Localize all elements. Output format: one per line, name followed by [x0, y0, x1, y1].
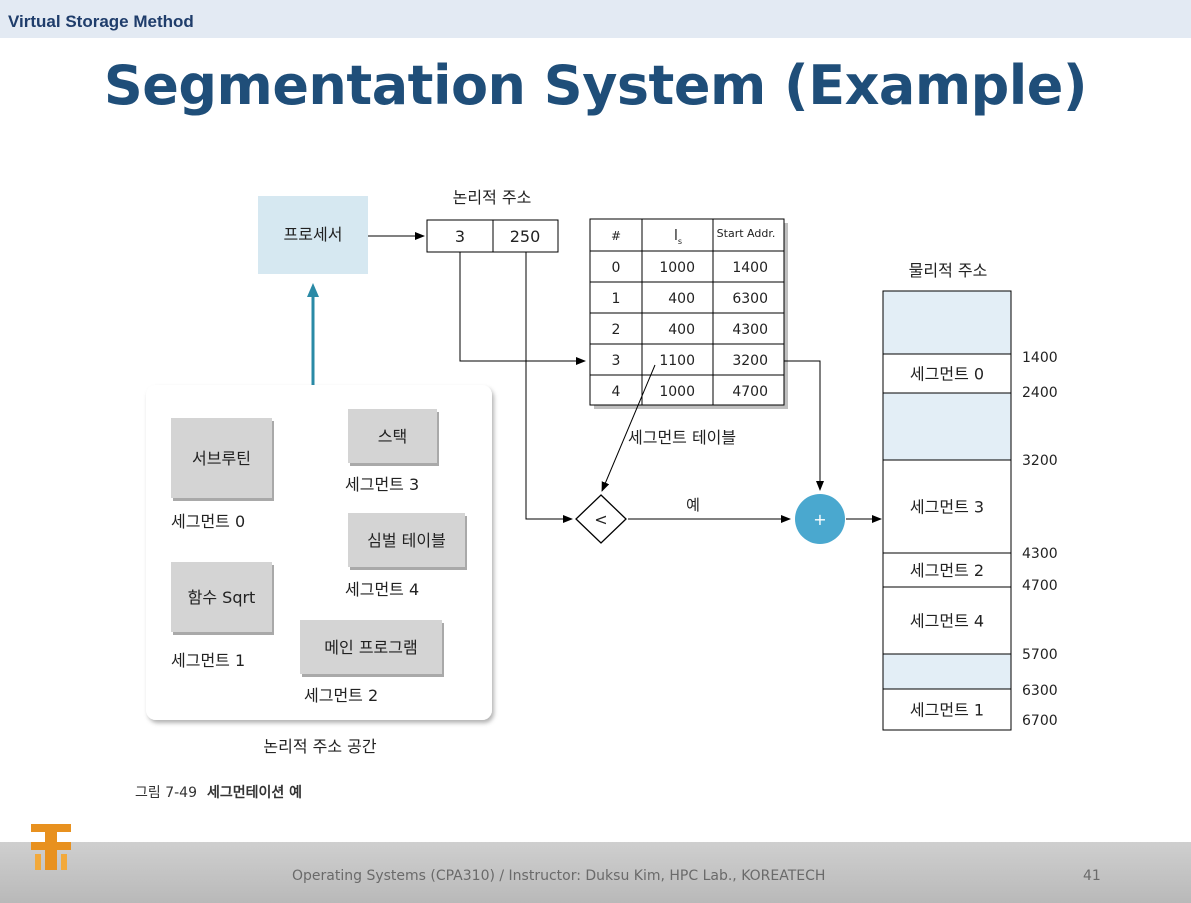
memory-block-label: 세그먼트 3: [910, 498, 984, 517]
slide-title: Segmentation System (Example): [103, 54, 1088, 117]
footer-bar: [0, 842, 1191, 903]
memory-block-label: 세그먼트 2: [910, 561, 984, 580]
processor-box: [258, 196, 368, 274]
segment-table-cell: 1000: [659, 384, 695, 400]
segment-table-cell: 3: [612, 353, 621, 369]
segment-table-caption: 세그먼트 테이블: [628, 428, 736, 447]
segment-number-line: [459, 252, 586, 365]
memory-block-label: 세그먼트 4: [910, 612, 984, 631]
segment-name: 스택: [378, 427, 407, 446]
memory-address: 6700: [1022, 713, 1058, 729]
segment-table-header-limit: ls: [674, 228, 682, 246]
segment-table-cell: 6300: [732, 291, 768, 307]
segment-name: 서브루틴: [192, 449, 251, 468]
segment-table-header-num: #: [611, 229, 621, 243]
offset-line: [525, 252, 573, 523]
segment-box: [171, 562, 272, 632]
segment-box: [300, 620, 442, 674]
memory-block-label: 세그먼트 1: [910, 701, 984, 720]
segment-label: 세그먼트 3: [345, 475, 419, 494]
segment-table-cell: 400: [668, 291, 695, 307]
memory-address: 3200: [1022, 453, 1058, 469]
footer-text: Operating Systems (CPA310) / Instructor:…: [292, 868, 826, 884]
segment-table-cell: 400: [668, 322, 695, 338]
segment-table-cell: 1100: [659, 353, 695, 369]
page-number: 41: [1083, 868, 1101, 884]
logical-address-segment: 3: [455, 227, 465, 246]
segment-table-cell: 4: [612, 384, 621, 400]
segment-table: [589, 218, 785, 406]
physical-address-label: 물리적 주소: [909, 261, 988, 280]
segment-table-cell: 4700: [732, 384, 768, 400]
figure-number: 그림 7-49: [135, 785, 197, 801]
yes-label: 예: [686, 496, 700, 514]
memory-block: [882, 653, 1012, 690]
segment-table-cell: 4300: [732, 322, 768, 338]
segment-label: 세그먼트 4: [345, 580, 419, 599]
section-label: Virtual Storage Method: [8, 12, 194, 31]
logical-address-label: 논리적 주소: [453, 188, 532, 207]
limit-line: [601, 364, 656, 492]
logical-address-offset: 250: [510, 227, 541, 246]
memory-address: 6300: [1022, 683, 1058, 699]
segment-table-cell: 1400: [732, 260, 768, 276]
segment-table-cell: 0: [612, 260, 621, 276]
base-line: [784, 360, 824, 491]
segment-table-cell: 3200: [732, 353, 768, 369]
segment-table-cell: 1: [612, 291, 621, 307]
processor-label: 프로세서: [284, 225, 343, 244]
memory-block: [882, 392, 1012, 461]
header-bar: [0, 0, 1191, 38]
memory-block: [882, 290, 1012, 355]
segment-name: 메인 프로그램: [324, 638, 417, 657]
university-logo-icon: [31, 824, 71, 870]
memory-address: 4300: [1022, 546, 1058, 562]
figure-caption: 그림 7-49 세그먼테이션 예: [135, 784, 302, 801]
memory-address: 4700: [1022, 578, 1058, 594]
memory-address: 5700: [1022, 647, 1058, 663]
segment-label: 세그먼트 0: [171, 512, 245, 531]
memory-block-label: 세그먼트 0: [910, 365, 984, 384]
memory-block: [882, 353, 1012, 394]
logical-address-segment-cell: [426, 219, 494, 253]
segment-table-cell: 1000: [659, 260, 695, 276]
adder-symbol: +: [813, 510, 826, 529]
segment-table-header-start: Start Addr.: [717, 227, 776, 240]
segment-box: [348, 513, 465, 567]
segment-label: 세그먼트 2: [304, 686, 378, 705]
memory-block: [882, 586, 1012, 655]
adder-circle: [795, 494, 845, 544]
segment-box: [348, 409, 437, 463]
segment-name: 심벌 테이블: [367, 531, 446, 550]
segment-table-cell: 2: [612, 322, 621, 338]
comparator-symbol: <: [594, 510, 607, 529]
segment-box: [171, 418, 272, 498]
logical-space-label: 논리적 주소 공간: [263, 737, 376, 756]
figure-title: 세그먼테이션 예: [207, 784, 302, 801]
memory-address: 1400: [1022, 350, 1058, 366]
comparator-diamond: [575, 494, 627, 544]
segment-label: 세그먼트 1: [171, 651, 245, 670]
logical-address-offset-cell: [492, 219, 559, 253]
memory-address: 2400: [1022, 385, 1058, 401]
memory-outline: [882, 290, 1012, 731]
segment-name: 함수 Sqrt: [188, 588, 256, 607]
